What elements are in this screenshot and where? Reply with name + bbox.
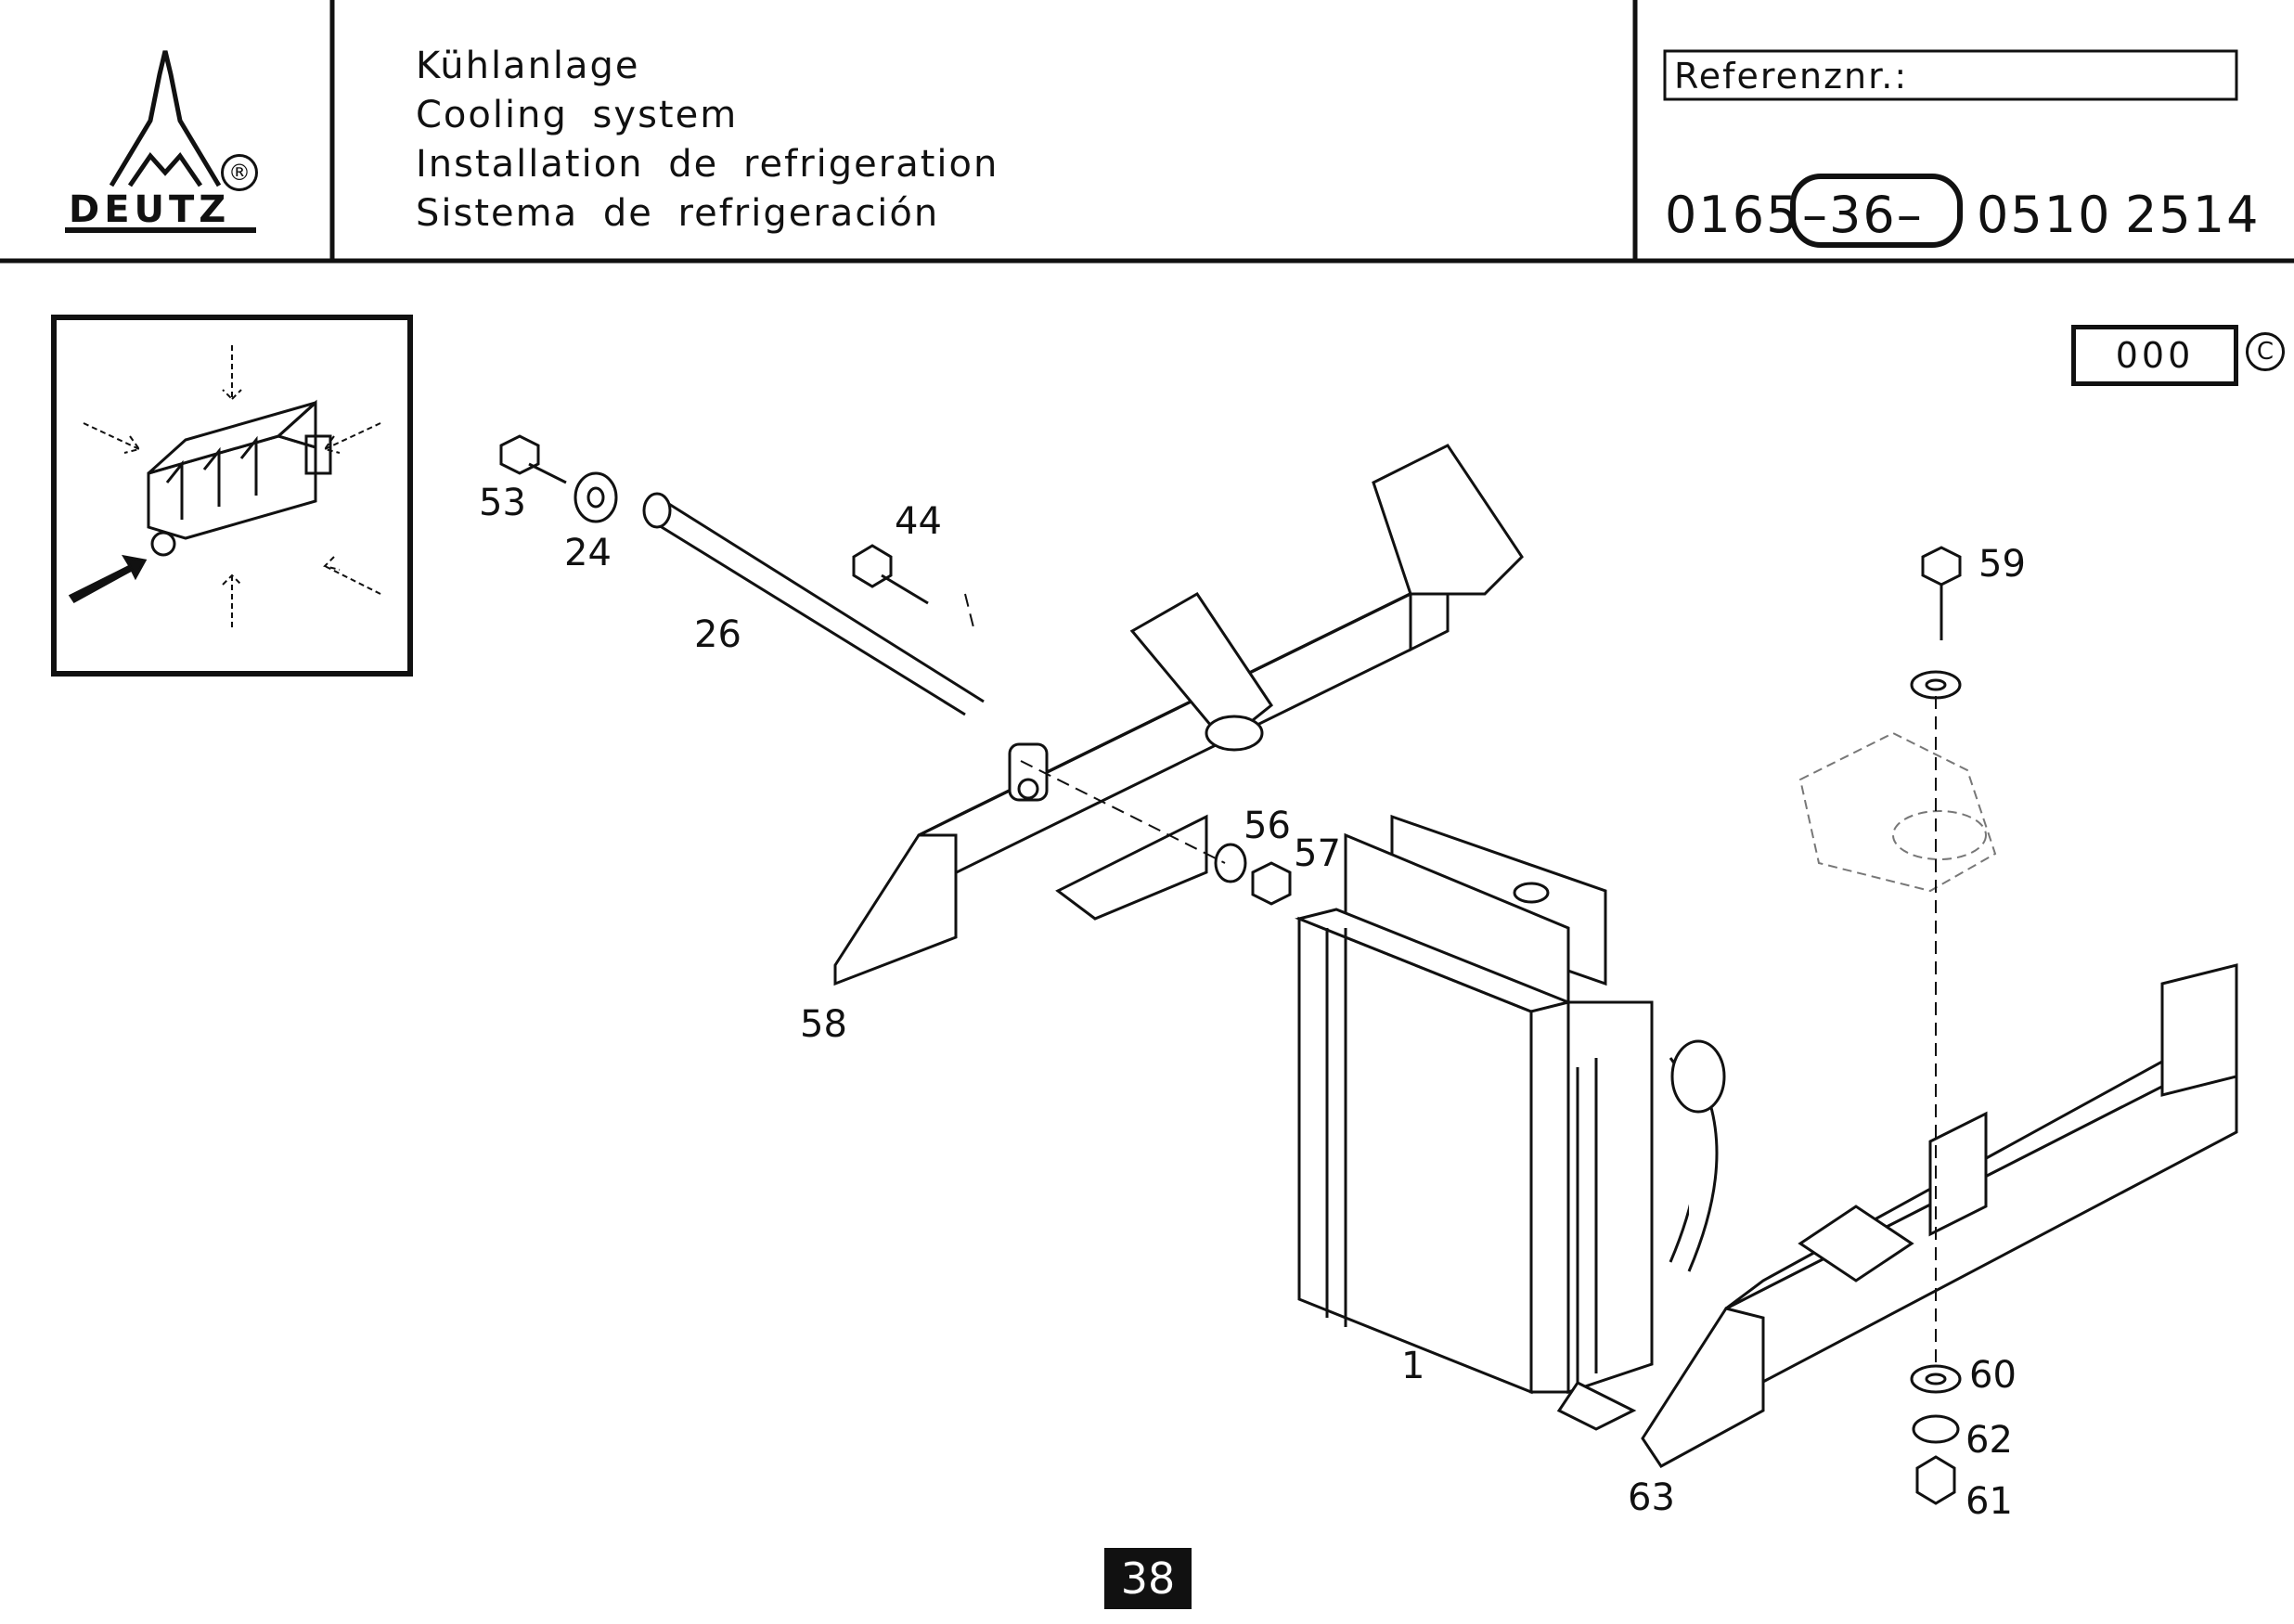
part-label: 58 [800, 1003, 847, 1046]
hex-bolt-icon [852, 544, 929, 605]
nut-icon [1915, 1455, 1956, 1505]
reference-label: Referenznr.: [1674, 56, 1909, 97]
reference-suffix-1: 0510 [1977, 186, 2112, 244]
part-label: 24 [564, 532, 612, 574]
washer-icon [1910, 670, 1962, 700]
washer-icon [1912, 1414, 1960, 1444]
part-label: 63 [1628, 1476, 1675, 1519]
part-label: 26 [694, 613, 741, 656]
part-label: 59 [1978, 543, 2026, 586]
engine-mount-bracket [1798, 731, 1997, 893]
title-english: Cooling system [416, 94, 739, 136]
pipe-26 [642, 492, 985, 716]
part-label: 53 [479, 482, 526, 524]
title-french: Installation de refrigeration [416, 143, 999, 186]
registered-mark: ® [221, 154, 258, 191]
part-label: 56 [1244, 805, 1291, 847]
hex-bolt-icon [499, 434, 567, 484]
page-number-badge: 38 [1104, 1548, 1192, 1609]
part-label: 62 [1965, 1419, 2013, 1462]
copyright-mark: C [2246, 332, 2285, 371]
reference-group: –36– [1802, 186, 1924, 244]
washer-icon [1214, 843, 1247, 883]
part-label: 1 [1401, 1345, 1425, 1387]
hex-bolt-icon [1921, 546, 1962, 640]
reference-prefix: 0165 [1665, 186, 1800, 244]
header-frame [0, 0, 2294, 264]
upper-frame-beam [833, 444, 1524, 986]
assembly-lines [964, 593, 1937, 1364]
radiator-core [1295, 814, 1726, 1431]
part-label: 61 [1965, 1480, 2013, 1523]
brand-name: DEUTZ [69, 188, 231, 231]
deutz-logo-icon [65, 50, 256, 233]
part-label: 57 [1294, 832, 1341, 875]
title-german: Kühlanlage [416, 45, 640, 87]
part-label: 60 [1969, 1354, 2017, 1397]
washer-icon [574, 471, 618, 523]
title-spanish: Sistema de refrigeración [416, 192, 940, 235]
engine-orientation-icon [51, 315, 413, 677]
nut-icon [1251, 861, 1292, 906]
washer-icon [1910, 1364, 1962, 1394]
lower-frame-beam [1641, 963, 2238, 1468]
reference-suffix-2: 2514 [2125, 186, 2261, 244]
revision-box: 000 [2071, 325, 2238, 386]
part-label: 44 [895, 500, 942, 543]
